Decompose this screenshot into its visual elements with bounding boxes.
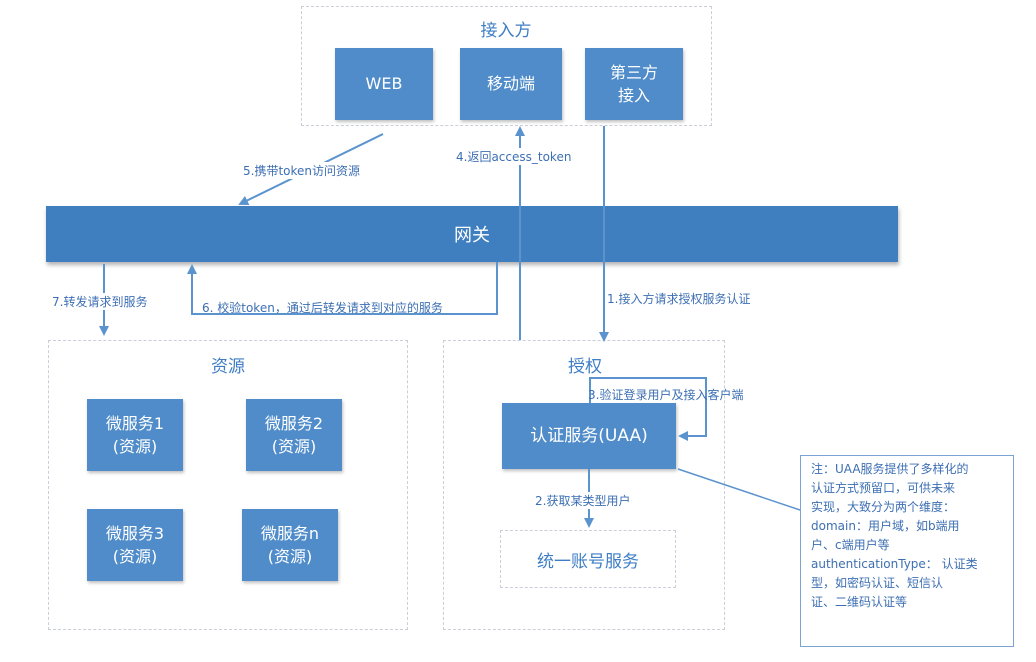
- web-client-box: WEB: [335, 48, 433, 120]
- step-3-label: 3.验证登录用户及接入客户端: [588, 388, 744, 402]
- step-4-label: 4.返回access_token: [456, 148, 572, 165]
- microservice-n-box: 微服务n (资源): [242, 509, 338, 581]
- account-service-box: 统一账号服务: [500, 530, 676, 588]
- step-1-label: 1.接入方请求授权服务认证: [607, 290, 751, 307]
- resources-group: [48, 340, 408, 630]
- arrow-3: [589, 377, 707, 441]
- arrow-6: [187, 262, 498, 315]
- resources-group-title: 资源: [211, 357, 245, 377]
- mobile-client-box: 移动端: [460, 48, 562, 120]
- microservice-1-box: 微服务1 (资源): [87, 399, 183, 471]
- auth-group-title: 授权: [568, 357, 602, 377]
- step-2-label: 2.获取某类型用户: [535, 492, 631, 509]
- note-connector: [677, 468, 801, 511]
- microservice-2-box: 微服务2 (资源): [246, 399, 342, 471]
- uaa-service-box: 认证服务(UAA): [502, 403, 676, 469]
- uaa-note: 注：UAA服务提供了多样化的 认证方式预留口，可供未来 实现，大致分为两个维度：…: [800, 455, 1014, 647]
- microservice-3-box: 微服务3 (资源): [87, 509, 183, 581]
- step-7-label: 7.转发请求到服务: [52, 293, 148, 310]
- step-6-label: 6. 校验token，通过后转发请求到对应的服务: [202, 301, 443, 315]
- access-group-title: 接入方: [480, 21, 532, 41]
- third-party-client-box: 第三方 接入: [585, 48, 683, 120]
- step-5-label: 5.携带token访问资源: [243, 162, 361, 179]
- access-group: [301, 6, 712, 126]
- gateway-bar: 网关: [46, 206, 898, 262]
